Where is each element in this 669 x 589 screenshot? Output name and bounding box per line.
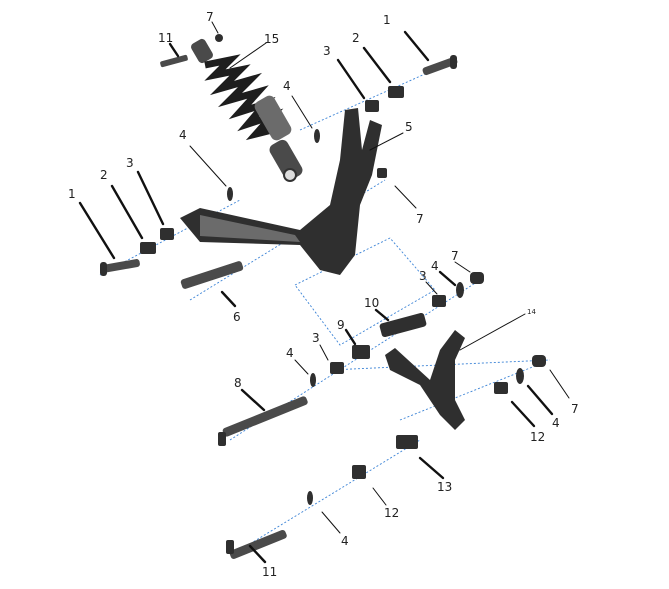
leader-lines [78,21,570,564]
shock-absorber [191,38,303,182]
callout-11: 11 [262,565,277,579]
callout-14: 14 [527,308,536,316]
bolt-11-top [160,54,188,68]
callout-7: 7 [571,402,579,416]
callout-12: 12 [384,506,399,520]
callout-4: 4 [431,259,439,273]
callout-5: 5 [405,120,413,134]
shafts [100,55,458,559]
lower-swing-arm [385,330,465,430]
callout-3: 3 [419,269,427,283]
callout-8: 8 [234,376,242,390]
callout-10: 10 [364,296,379,310]
callout-4: 4 [552,416,560,430]
callout-1: 1 [68,187,76,201]
callout-labels: 7 11 15 1 2 3 4 5 4 3 2 1 7 6 7 4 3 10 9… [68,10,579,579]
callout-6: 6 [233,310,241,324]
callout-2: 2 [100,168,108,182]
callout-13: 13 [437,480,452,494]
callout-3: 3 [323,44,331,58]
callout-11: 11 [158,31,173,45]
callout-15: 15 [264,32,279,46]
callout-3: 3 [126,156,134,170]
assembly-axes [99,64,551,551]
upper-swing-arm [180,108,382,275]
nut-7-top [215,34,223,42]
callout-3: 3 [312,331,320,345]
callout-1: 1 [383,13,391,27]
callout-4: 4 [179,128,187,142]
bushings-and-washers [140,86,546,505]
callout-4: 4 [341,534,349,548]
callout-9: 9 [337,318,345,332]
callout-4: 4 [286,346,294,360]
callout-2: 2 [352,31,360,45]
callout-4: 4 [283,79,291,93]
callout-7: 7 [451,249,459,263]
callout-7: 7 [206,10,214,24]
callout-12: 12 [530,430,545,444]
callout-7: 7 [416,212,424,226]
